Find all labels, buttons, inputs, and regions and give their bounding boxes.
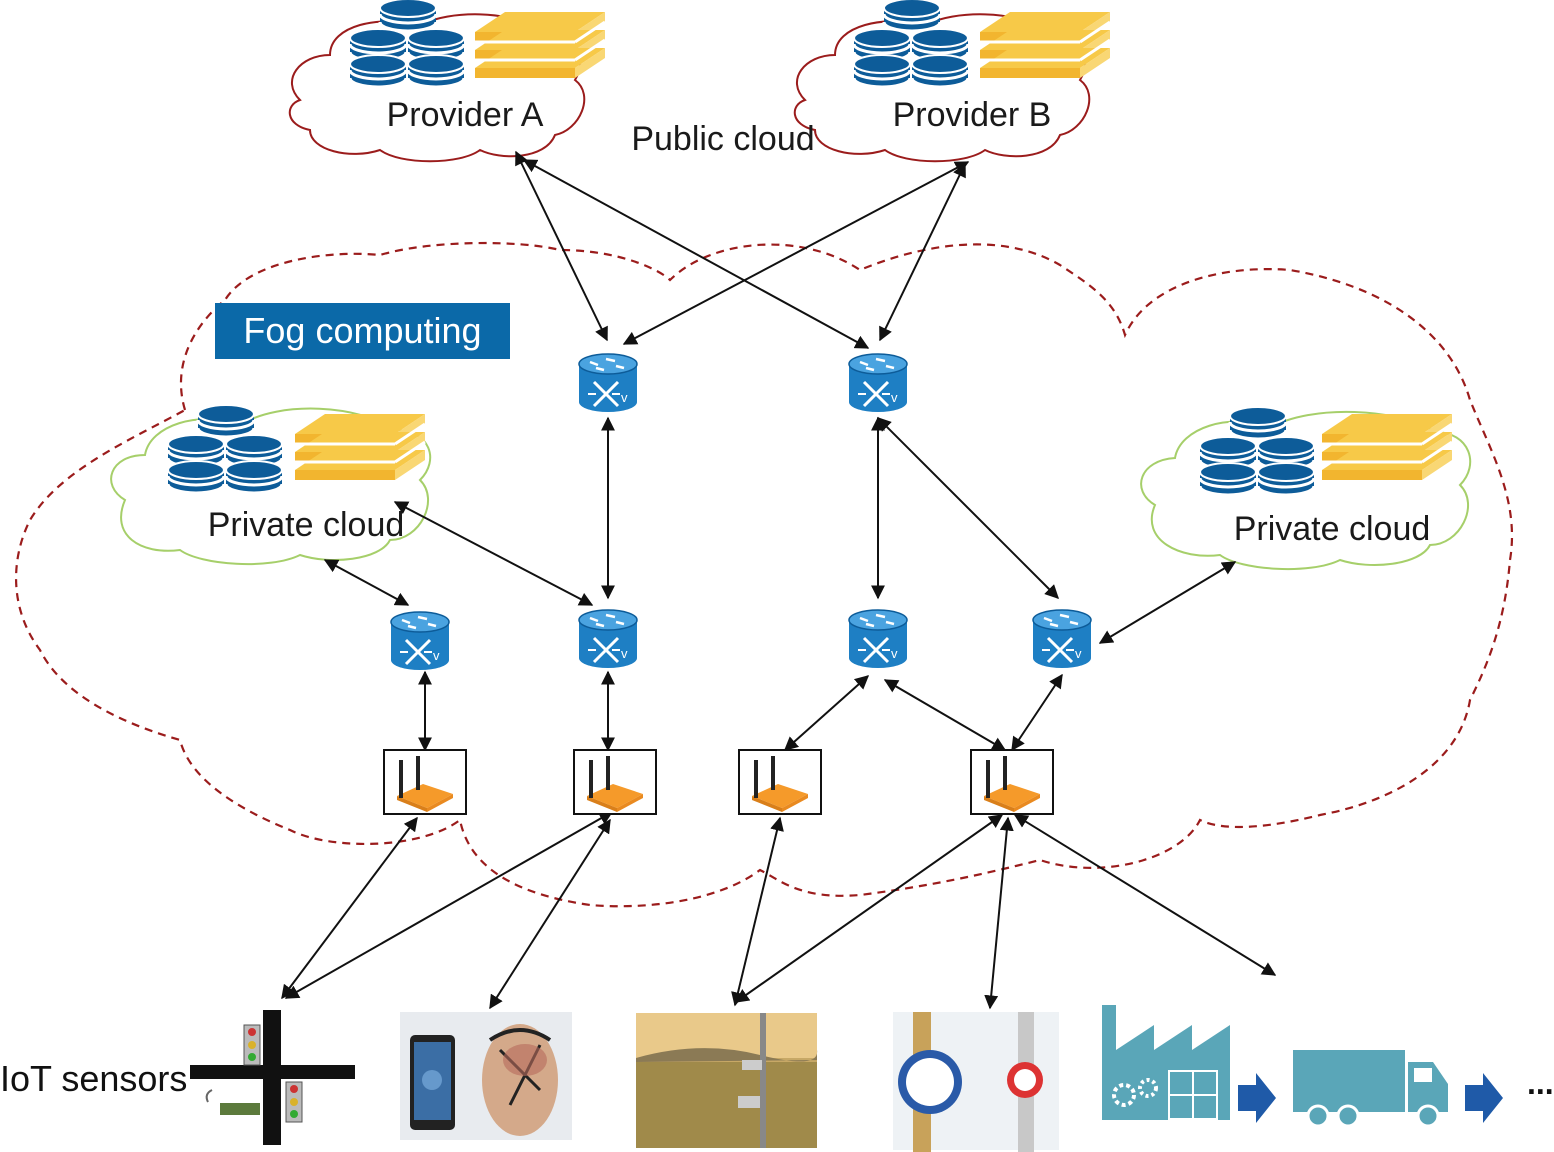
provider-b-server-icon [978,10,1112,80]
field-sensor-icon [636,1013,818,1148]
private-cloud-left-server-icon [293,412,427,482]
provider-a-server-icon [473,10,607,80]
truck-icon [1293,1050,1448,1128]
private-cloud-right-server-icon [1320,412,1454,482]
continuation-ellipsis: ... [1527,1065,1554,1101]
fog-computing-badge: Fog computing [215,303,510,359]
flow-arrow-icon [1238,1073,1276,1123]
provider-a-label: Provider A [387,96,544,134]
router-icon [577,608,639,670]
private-cloud-left-label: Private cloud [208,506,405,544]
router-icon [389,610,451,672]
router-icon [847,608,909,670]
brain-computer-interface-icon [400,1012,572,1140]
public-cloud-label: Public cloud [631,120,814,158]
flow-arrow-icon [1465,1073,1503,1123]
wireless-gateway-icon [738,749,822,815]
wireless-gateway-icon [573,749,657,815]
private-cloud-right-label: Private cloud [1234,510,1431,548]
iot-sensors-label: IoT sensors [0,1058,188,1099]
connection-arrows [281,150,1277,1010]
provider-b-label: Provider B [893,96,1052,134]
router-icon [577,352,639,414]
router-icon [1031,608,1093,670]
router-icon [847,352,909,414]
water-meter-icon [893,1012,1059,1152]
wireless-gateway-icon [970,749,1054,815]
factory-icon [1102,1005,1230,1120]
wireless-gateway-icon [383,749,467,815]
traffic-light-icon [190,1010,355,1145]
